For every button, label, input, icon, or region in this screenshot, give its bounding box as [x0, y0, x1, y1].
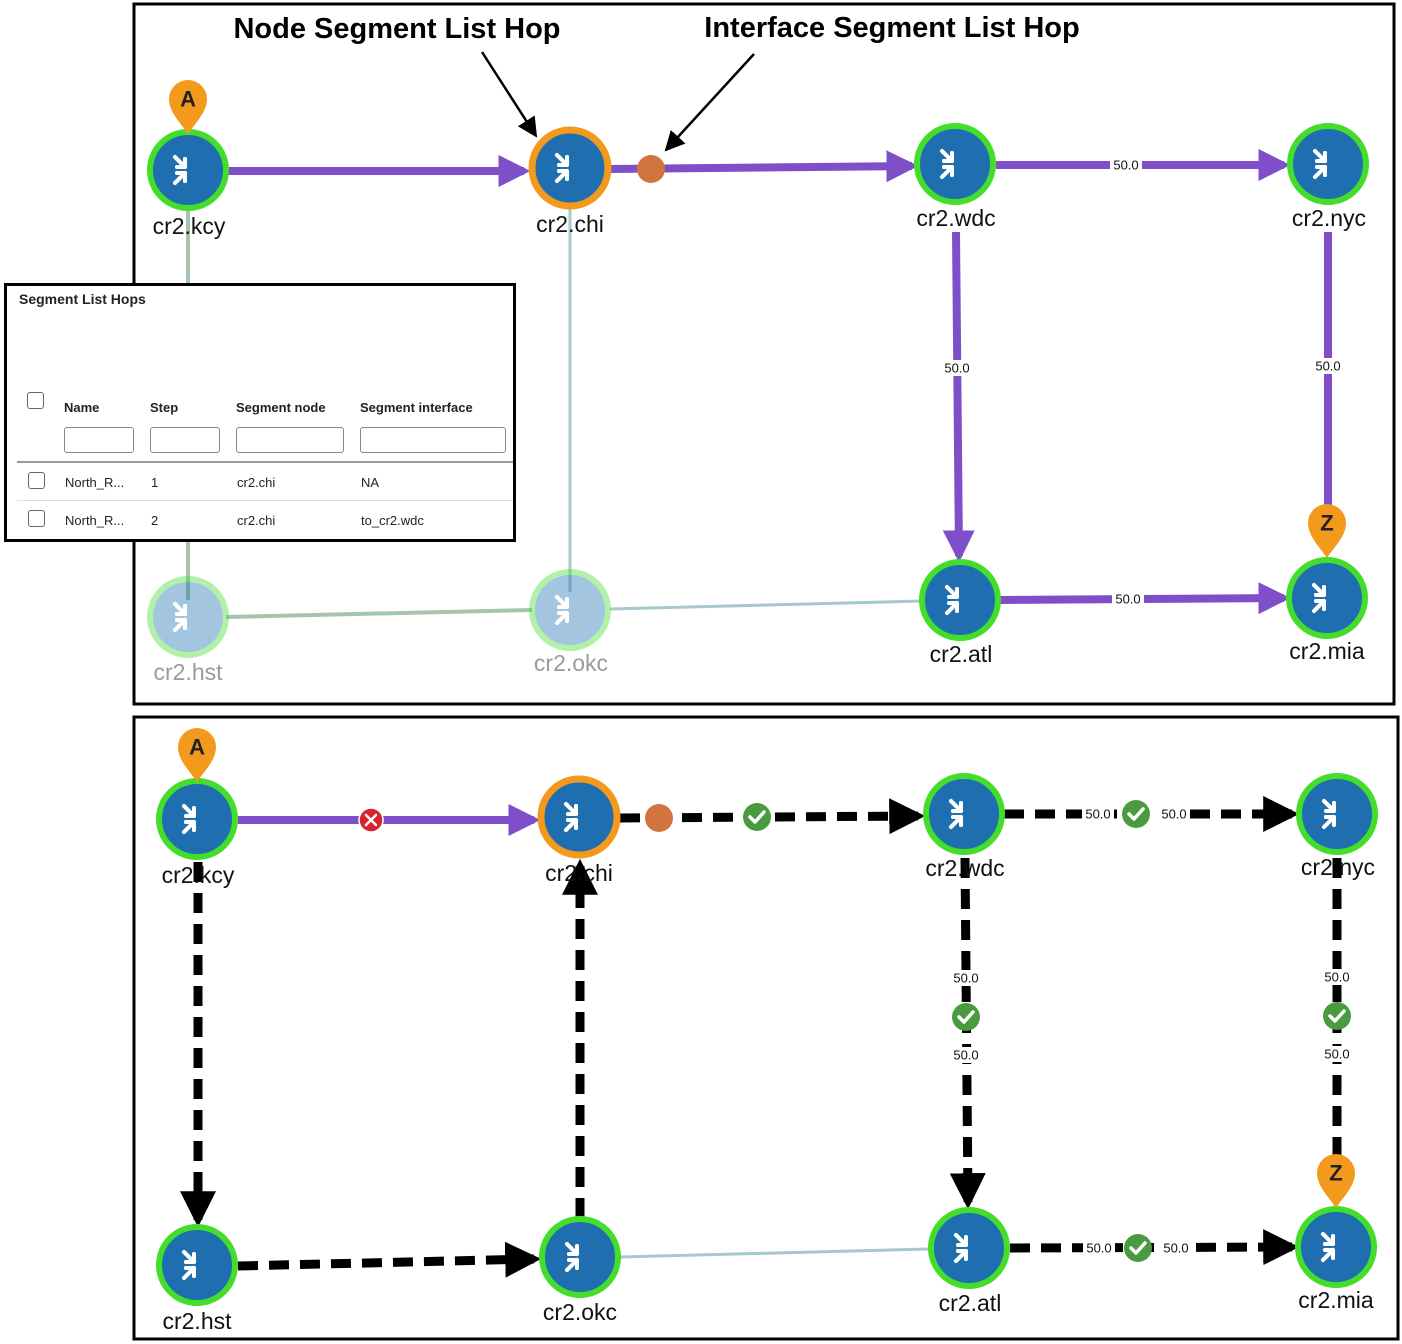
- callout-interface-segment-hop: Interface Segment List Hop: [704, 12, 1079, 44]
- node-label-hst-top: cr2.hst: [153, 659, 223, 685]
- node-label-wdc-top: cr2.wdc: [916, 205, 995, 231]
- source-pin-a-top: A: [169, 80, 207, 134]
- row-checkbox[interactable]: [28, 510, 45, 527]
- segment-list-hops-panel: Segment List Hops Name Step Segment node…: [4, 283, 516, 542]
- label-wdc-nyc-a: 50.0: [1085, 807, 1110, 822]
- node-wdc-bottom[interactable]: [923, 773, 1005, 855]
- link-okc-atl-top: [609, 599, 923, 611]
- node-label-nyc-top: cr2.nyc: [1292, 205, 1366, 231]
- cell-segment-interface: to_cr2.wdc: [361, 513, 424, 528]
- node-label-hst-bottom: cr2.hst: [162, 1308, 232, 1334]
- node-chi-bottom[interactable]: [537, 775, 621, 859]
- select-all-checkbox[interactable]: [27, 392, 44, 409]
- row-divider: [17, 500, 513, 501]
- node-hst-top[interactable]: [147, 576, 229, 658]
- column-header-segment-interface[interactable]: Segment interface: [360, 400, 473, 415]
- node-label-okc-bottom: cr2.okc: [543, 1299, 617, 1325]
- node-label-atl-bottom: cr2.atl: [939, 1290, 1002, 1316]
- bottom-link-labels: 50.0 50.0 50.0 50.0 50.0 50.0 50.0 50.0: [949, 806, 1354, 1256]
- node-label-wdc-bottom: cr2.wdc: [925, 855, 1004, 881]
- node-label-kcy-bottom: cr2.kcy: [162, 862, 235, 888]
- pin-letter: Z: [1320, 511, 1333, 536]
- link-okc-atl-bottom: [619, 1247, 931, 1259]
- bottom-panel-frame: [132, 715, 1400, 1341]
- node-okc-bottom[interactable]: [539, 1216, 621, 1298]
- interface-hop-dot-top: [637, 155, 665, 183]
- label-atl-mia: 50.0: [1115, 592, 1140, 607]
- panel-title: Segment List Hops: [19, 291, 146, 307]
- callout-arrow-interface: [664, 53, 755, 152]
- row-checkbox[interactable]: [28, 472, 45, 489]
- node-wdc-top[interactable]: [914, 123, 996, 205]
- check-icon: [952, 1003, 980, 1031]
- dest-pin-z-top: Z: [1308, 504, 1346, 558]
- column-header-step[interactable]: Step: [150, 400, 179, 415]
- bottom-dashed-paths: [180, 796, 1342, 1278]
- node-label-okc-top: cr2.okc: [534, 650, 608, 676]
- pin-letter: A: [180, 87, 196, 112]
- path-wdc-atl: [942, 231, 975, 563]
- label-wdc-atl-a: 50.0: [953, 971, 978, 986]
- label-nyc-mia: 50.0: [1315, 359, 1340, 374]
- node-label-chi-bottom: cr2.chi: [545, 860, 613, 886]
- node-atl-top[interactable]: [919, 559, 1001, 641]
- label-atl-mia-b: 50.0: [1163, 1241, 1188, 1256]
- node-nyc-bottom[interactable]: [1296, 773, 1378, 855]
- node-label-nyc-bottom: cr2.nyc: [1301, 854, 1375, 880]
- node-label-mia-top: cr2.mia: [1289, 638, 1365, 664]
- node-atl-bottom[interactable]: [928, 1207, 1010, 1289]
- label-wdc-nyc: 50.0: [1113, 158, 1138, 173]
- interface-hop-dot-bottom: [645, 804, 673, 832]
- node-label-mia-bottom: cr2.mia: [1298, 1287, 1374, 1313]
- node-label-chi-top: cr2.chi: [536, 211, 604, 237]
- cell-segment-interface: NA: [361, 475, 380, 490]
- label-wdc-atl-b: 50.0: [953, 1048, 978, 1063]
- label-wdc-nyc-b: 50.0: [1161, 807, 1186, 822]
- cell-step: 1: [151, 475, 159, 490]
- node-okc-top[interactable]: [529, 569, 611, 651]
- error-icon: [358, 807, 384, 833]
- source-pin-a-bottom: A: [178, 728, 216, 782]
- label-atl-mia-a: 50.0: [1086, 1241, 1111, 1256]
- node-hst-bottom[interactable]: [156, 1224, 238, 1306]
- node-label-atl-top: cr2.atl: [930, 641, 993, 667]
- label-nyc-mia-a: 50.0: [1324, 970, 1349, 985]
- dash-hst-okc: [237, 1241, 542, 1278]
- node-label-kcy-top: cr2.kcy: [153, 213, 226, 239]
- dest-pin-z-bottom: Z: [1317, 1154, 1355, 1208]
- check-icon: [1122, 800, 1150, 828]
- node-kcy-top[interactable]: [147, 129, 229, 211]
- pin-letter: Z: [1329, 1161, 1342, 1186]
- header-divider: [17, 461, 513, 463]
- check-icon: [743, 803, 771, 831]
- node-chi-top[interactable]: [528, 126, 612, 210]
- cell-segment-node: cr2.chi: [237, 513, 276, 528]
- label-nyc-mia-b: 50.0: [1324, 1047, 1349, 1062]
- column-header-name[interactable]: Name: [64, 400, 100, 415]
- filter-step-input[interactable]: [150, 427, 220, 453]
- callout-arrow-node: [480, 51, 538, 138]
- top-link-labels: 50.0 50.0 50.0 50.0: [940, 157, 1345, 607]
- filter-segment-node-input[interactable]: [236, 427, 344, 453]
- cell-step: 2: [151, 513, 159, 528]
- filter-segment-interface-input[interactable]: [360, 427, 506, 453]
- link-hst-okc-top: [225, 608, 533, 619]
- node-nyc-top[interactable]: [1287, 123, 1369, 205]
- node-mia-bottom[interactable]: [1295, 1206, 1377, 1288]
- cell-name: North_R...: [65, 475, 125, 490]
- cell-name: North_R...: [65, 513, 125, 528]
- cell-segment-node: cr2.chi: [237, 475, 276, 490]
- column-header-segment-node[interactable]: Segment node: [236, 400, 326, 415]
- label-wdc-atl: 50.0: [944, 361, 969, 376]
- check-icon: [1323, 1002, 1351, 1030]
- node-mia-top[interactable]: [1286, 557, 1368, 639]
- check-icon: [1124, 1234, 1152, 1262]
- callout-node-segment-hop: Node Segment List Hop: [233, 13, 560, 45]
- pin-letter: A: [189, 735, 205, 760]
- filter-name-input[interactable]: [64, 427, 134, 453]
- node-kcy-bottom[interactable]: [156, 778, 238, 860]
